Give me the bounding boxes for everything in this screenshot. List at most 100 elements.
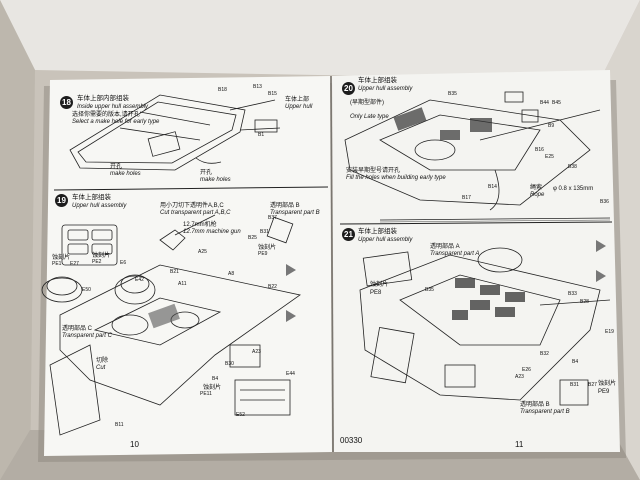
part-label: B1 [258,132,265,138]
step-19-mg-cn: 12.7mm机枪 [183,222,217,228]
step-20-early-cn: (早期型部件) [350,100,384,106]
step-19-etched-cn-4: 蚀刻片 [203,385,222,391]
part-label: E52 [236,412,245,418]
part-label: B44 [540,100,549,106]
step-19-cut-note-cn: 用小刀切下透明件A,B,C [160,203,224,209]
part-label: B37 [268,215,277,221]
step-19-mg-en: 12.7mm machine gun [183,229,241,235]
part-label: B32 [540,351,549,357]
part-label: B31 [260,229,269,235]
step-18-title-cn: 车体上部内部组装 [77,95,129,102]
step-18-make-holes-en: make holes [110,171,141,177]
part-label: B15 [268,91,277,97]
step-19-transparent-b-en: Transparent part B [270,210,320,216]
part-label: B33 [568,291,577,297]
step-18-make-holes-cn-2: 开孔 [200,170,213,176]
step-19-cut-cn: 切除 [96,358,109,364]
part-label: E50 [82,287,91,293]
part-label: B35 [448,91,457,97]
part-label: B22 [268,284,277,290]
step-20-rope-en: Rope [530,192,545,198]
part-label: E44 [286,371,295,377]
step-20-title-en: Upper hull assembly [358,86,413,92]
part-label: B18 [218,87,227,93]
step-20-title-cn: 车体上部组装 [358,77,397,84]
step-18-note-cn: 选择你需要的版本,请开孔 [72,112,140,118]
part-label: B31 [570,382,579,388]
part-label: A8 [228,271,235,277]
step-19-cut-en: Cut [96,365,106,371]
part-label: B17 [462,195,471,201]
part-label: B38 [568,164,577,170]
part-label: A23 [515,374,524,380]
step-19-transparent-c-en: Transparent part C [62,333,112,339]
step-21-transparent-a-cn: 透明部品 A [430,244,460,250]
part-label: B16 [535,147,544,153]
part-label: PE9 [258,251,268,257]
step-21-title-en: Upper hull assembly [358,237,413,243]
part-label: B9 [548,123,555,129]
part-label: B13 [253,84,262,90]
part-label: B25 [248,235,257,241]
part-label: E25 [545,154,554,160]
part-label: B4 [212,376,219,382]
part-label: B14 [488,184,497,190]
step-19-etched-cn-3: 蚀刻片 [258,245,277,251]
page-number-left: 10 [130,440,139,449]
step-20-holes-cn: 安装早期型号请开孔 [346,168,401,174]
step-21-title-cn: 车体上部组装 [358,228,397,235]
step-18-upper-hull-cn: 车体上部 [285,97,310,103]
part-label: E27 [70,261,79,267]
step-21-pe8: PE8 [370,290,382,296]
step-21-badge: 21 [342,228,355,241]
part-label: B28 [580,299,589,305]
step-19-cut-note-en: Cut transparent part A,B,C [160,210,231,216]
step-21-pe9-cn: 蚀刻片 [598,381,617,387]
step-20-rope-value: φ 0.8 x 135mm [553,186,594,192]
part-label: A11 [178,281,187,287]
step-19-transparent-b-cn: 透明部品 B [270,203,300,209]
step-18-make-holes-en-2: make holes [200,177,231,183]
step-20-early-en: Only Late type [350,114,389,120]
step-19-transparent-c-cn: 透明部品 C [62,326,93,332]
part-label: B35 [425,287,434,293]
page-number-right: 11 [515,440,524,449]
part-label: E42 [135,277,144,283]
part-label: B27 [588,382,597,388]
step-18-badge: 18 [60,96,73,109]
part-label: E19 [605,329,614,335]
part-label: B30 [225,361,234,367]
step-19-title-en: Upper hull assembly [72,203,127,209]
step-21-pe9: PE9 [598,389,610,395]
step-20-holes-en: Fill the holes when building early type [346,175,446,181]
step-19-badge: 19 [55,194,68,207]
step-21-transparent-b-en: Transparent part B [520,409,570,415]
part-label: B11 [115,422,124,428]
part-label: B45 [552,100,561,106]
part-label: B21 [170,269,179,275]
part-label: B4 [572,359,579,365]
part-label: B36 [600,199,609,205]
part-label: PE1 [52,261,62,267]
step-20-badge: 20 [342,82,355,95]
step-21-transparent-a-en: Transparent part A [430,251,480,257]
step-21-pe8-cn: 蚀刻片 [370,282,389,288]
step-19-etched-cn: 蚀刻片 [52,255,71,261]
step-19-etched-cn-2: 蚀刻片 [92,253,111,259]
step-18-upper-hull-en: Upper hull [285,104,313,110]
step-18-note-en: Select a make hole for early type [72,119,160,125]
step-18-title-en: Inside upper hull assembly [77,104,149,110]
part-label: PE2 [92,259,102,265]
step-21-transparent-b-cn: 透明部品 B [520,402,550,408]
part-label: A23 [252,349,261,355]
part-label: A25 [198,249,207,255]
part-label: E6 [120,260,127,266]
step-18-make-holes-cn: 开孔 [110,164,123,170]
part-label: PE11 [200,391,212,397]
step-20-rope-cn: 绳索 [530,185,543,191]
part-label: E26 [522,367,531,373]
step-19-title-cn: 车体上部组装 [72,194,111,201]
catalog-code: 00330 [340,436,363,445]
